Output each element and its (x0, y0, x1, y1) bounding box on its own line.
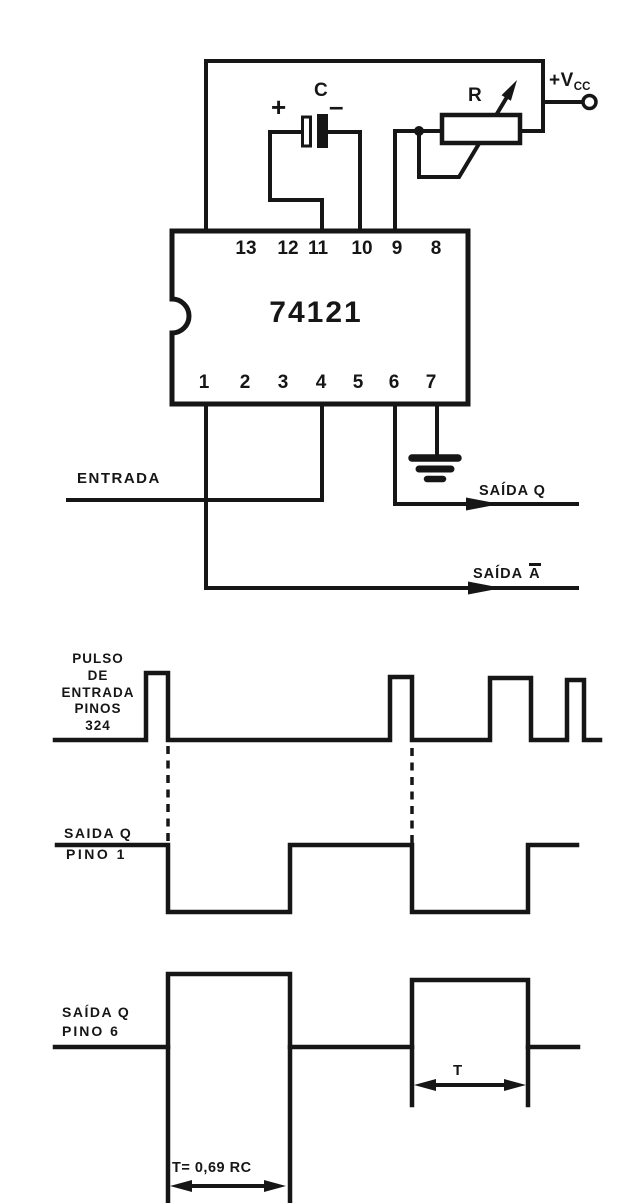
waveform-output-q-pin6 (52, 971, 581, 1203)
vcc-terminal-circle (581, 93, 598, 111)
pin-label-10: 10 (351, 238, 373, 259)
resistor-label: R (468, 85, 482, 106)
output-a-prefix: SAÍDA (473, 566, 524, 582)
resistor-body (439, 112, 523, 146)
wiper-arrowhead (501, 80, 517, 101)
ground-icon (408, 454, 462, 483)
pulse-label-line-5: 324 (85, 718, 111, 734)
wire-entrada-to-pin4 (66, 402, 324, 502)
wire-pin6-to-output-q (393, 402, 579, 506)
pin-label-8: 8 (430, 238, 442, 259)
vcc-subscript: CC (573, 81, 591, 93)
pin-label-4: 4 (315, 372, 327, 393)
output-a-overbar-letter: A (529, 563, 541, 582)
input-pulse-label-stack: PULSO DE ENTRADA PINOS 324 (53, 651, 143, 735)
output-q-label: SAÍDA Q (479, 483, 546, 499)
pulse-width-t-label: T (453, 1062, 463, 1079)
output-a-label: SAÍDA A (473, 563, 541, 583)
capacitor-label: C (314, 80, 328, 101)
pin-label-7: 7 (425, 372, 437, 393)
wire-pin1-to-output-a (204, 402, 579, 590)
pin-label-5: 5 (352, 372, 364, 393)
waveform2-label-line2: PINO 1 (66, 846, 127, 862)
output-q-arrowhead (466, 497, 500, 511)
pin-label-13: 13 (235, 238, 257, 259)
pulse-label-line-3: ENTRADA (61, 684, 135, 700)
ic-pin-row-bottom: 1 2 3 4 5 6 7 (0, 372, 625, 396)
capacitor-minus-sign: – (329, 91, 344, 121)
t-width-arrow (414, 1079, 526, 1091)
ic-pin-row-top: 13 12 11 10 9 8 (0, 238, 625, 262)
waveform2-label-line1: SAIDA Q (64, 825, 133, 841)
pulse-label-line-1: PULSO (72, 651, 124, 666)
wire-capacitor-right (326, 130, 362, 233)
pin-label-6: 6 (388, 372, 400, 393)
t-formula-arrow (170, 1180, 286, 1192)
junction-dot (414, 126, 424, 136)
waveform3-label-line1: SAÍDA Q (62, 1004, 131, 1020)
input-label: ENTRADA (77, 470, 161, 487)
vcc-main-text: +V (549, 70, 574, 91)
pin-label-3: 3 (277, 372, 289, 393)
capacitor-plate-positive (301, 115, 312, 148)
waveform-input-pulse (52, 670, 603, 743)
vcc-label: +VCC (549, 70, 591, 94)
pin-label-1: 1 (198, 372, 210, 393)
pulse-label-line-4: PINOS (74, 701, 122, 717)
ic-outline (169, 228, 471, 407)
wire-top-rail (204, 59, 545, 233)
pin-label-2: 2 (239, 372, 251, 393)
trigger-dashed-lines (166, 746, 414, 843)
pulse-label-line-2: DE (87, 667, 109, 683)
waveform3-label-line2: PINO 6 (62, 1023, 120, 1039)
wire-capacitor-left (268, 130, 324, 233)
capacitor-plus-sign: + (271, 92, 287, 122)
pulse-width-formula: T= 0,69 RC (172, 1160, 252, 1176)
capacitor-plate-negative (317, 114, 328, 148)
waveform-output-q-pin1 (54, 842, 580, 915)
pin-label-9: 9 (391, 238, 403, 259)
output-a-arrowhead (468, 581, 502, 595)
pin-label-12: 12 (277, 238, 299, 259)
ic-part-number: 74121 (269, 296, 363, 329)
wire-resistor-junction (393, 129, 444, 233)
pin-label-11: 11 (307, 238, 329, 259)
